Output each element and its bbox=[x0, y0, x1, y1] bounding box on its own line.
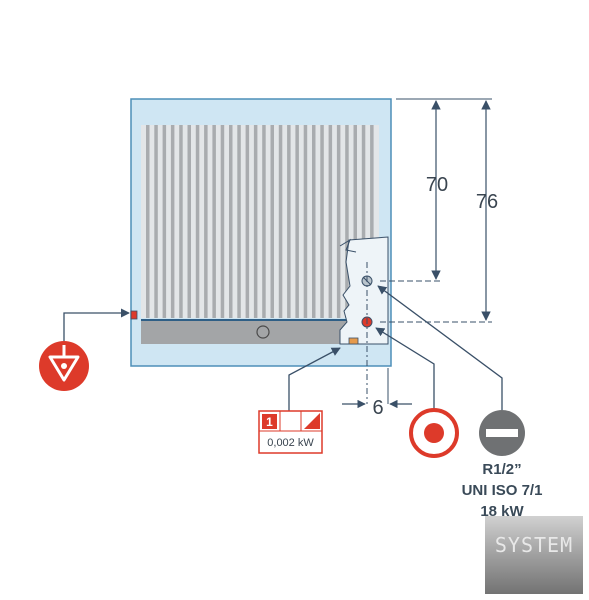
plate-rib bbox=[146, 125, 150, 318]
plate-rib bbox=[220, 125, 225, 318]
leader-lines bbox=[63, 285, 503, 411]
plate-rib bbox=[278, 125, 283, 318]
connection-panel bbox=[339, 236, 389, 345]
plate-rib bbox=[170, 125, 175, 318]
gas-connection-icon bbox=[479, 410, 525, 456]
plate-rib bbox=[320, 125, 324, 318]
plate-rib bbox=[312, 125, 316, 318]
ribbed-cooking-plate bbox=[141, 125, 379, 318]
plate-rib bbox=[229, 125, 233, 318]
dimension-6: 6 bbox=[372, 397, 383, 419]
plate-rib bbox=[187, 125, 191, 318]
plate-rib bbox=[179, 125, 183, 318]
plate-rib bbox=[245, 125, 250, 318]
plate-rib bbox=[361, 125, 366, 318]
plate-rib bbox=[345, 125, 349, 318]
plate-rib bbox=[336, 125, 341, 318]
drain-hole bbox=[256, 325, 270, 339]
plate-rib bbox=[270, 125, 274, 318]
plate-rib bbox=[295, 125, 299, 318]
gas-standard-label: UNI ISO 7/1 bbox=[462, 482, 543, 499]
equipotential-bonding-icon bbox=[39, 341, 89, 391]
dimension-76: 76 bbox=[476, 191, 498, 213]
equipotential-terminal bbox=[130, 310, 138, 320]
plate-rib bbox=[253, 125, 258, 318]
plate-rib bbox=[237, 125, 241, 318]
plate-rib bbox=[370, 125, 374, 318]
electrical-power: 0,002 kW bbox=[267, 437, 314, 449]
phase-badge bbox=[262, 414, 277, 429]
watermark-text: SYSTEM bbox=[495, 533, 573, 557]
plate-rib bbox=[287, 125, 291, 318]
appliance-top-view bbox=[130, 98, 392, 367]
gas-power-label: 18 kW bbox=[480, 503, 524, 520]
plate-rib bbox=[162, 125, 167, 318]
electrical-spec-box: 1 0,002 kW bbox=[258, 410, 323, 454]
phase-count: 1 bbox=[266, 415, 273, 429]
system-watermark-logo: SYSTEM bbox=[485, 516, 583, 594]
plate-rib bbox=[204, 125, 208, 318]
dimension-70: 70 bbox=[426, 174, 448, 196]
water-connection-icon bbox=[409, 408, 459, 458]
plate-rib bbox=[328, 125, 333, 318]
electrical-terminal bbox=[348, 337, 359, 345]
plate-rib bbox=[303, 125, 308, 318]
plate-rib bbox=[262, 125, 266, 318]
panel-break-mark bbox=[339, 238, 357, 253]
plate-rib bbox=[212, 125, 216, 318]
phase-triangle-icon bbox=[304, 413, 320, 429]
dimension-lines bbox=[342, 98, 492, 409]
plate-rib bbox=[353, 125, 357, 318]
plate-rib bbox=[154, 125, 158, 318]
plate-rib bbox=[195, 125, 200, 318]
gas-thread-label: R1/2” bbox=[482, 461, 521, 478]
